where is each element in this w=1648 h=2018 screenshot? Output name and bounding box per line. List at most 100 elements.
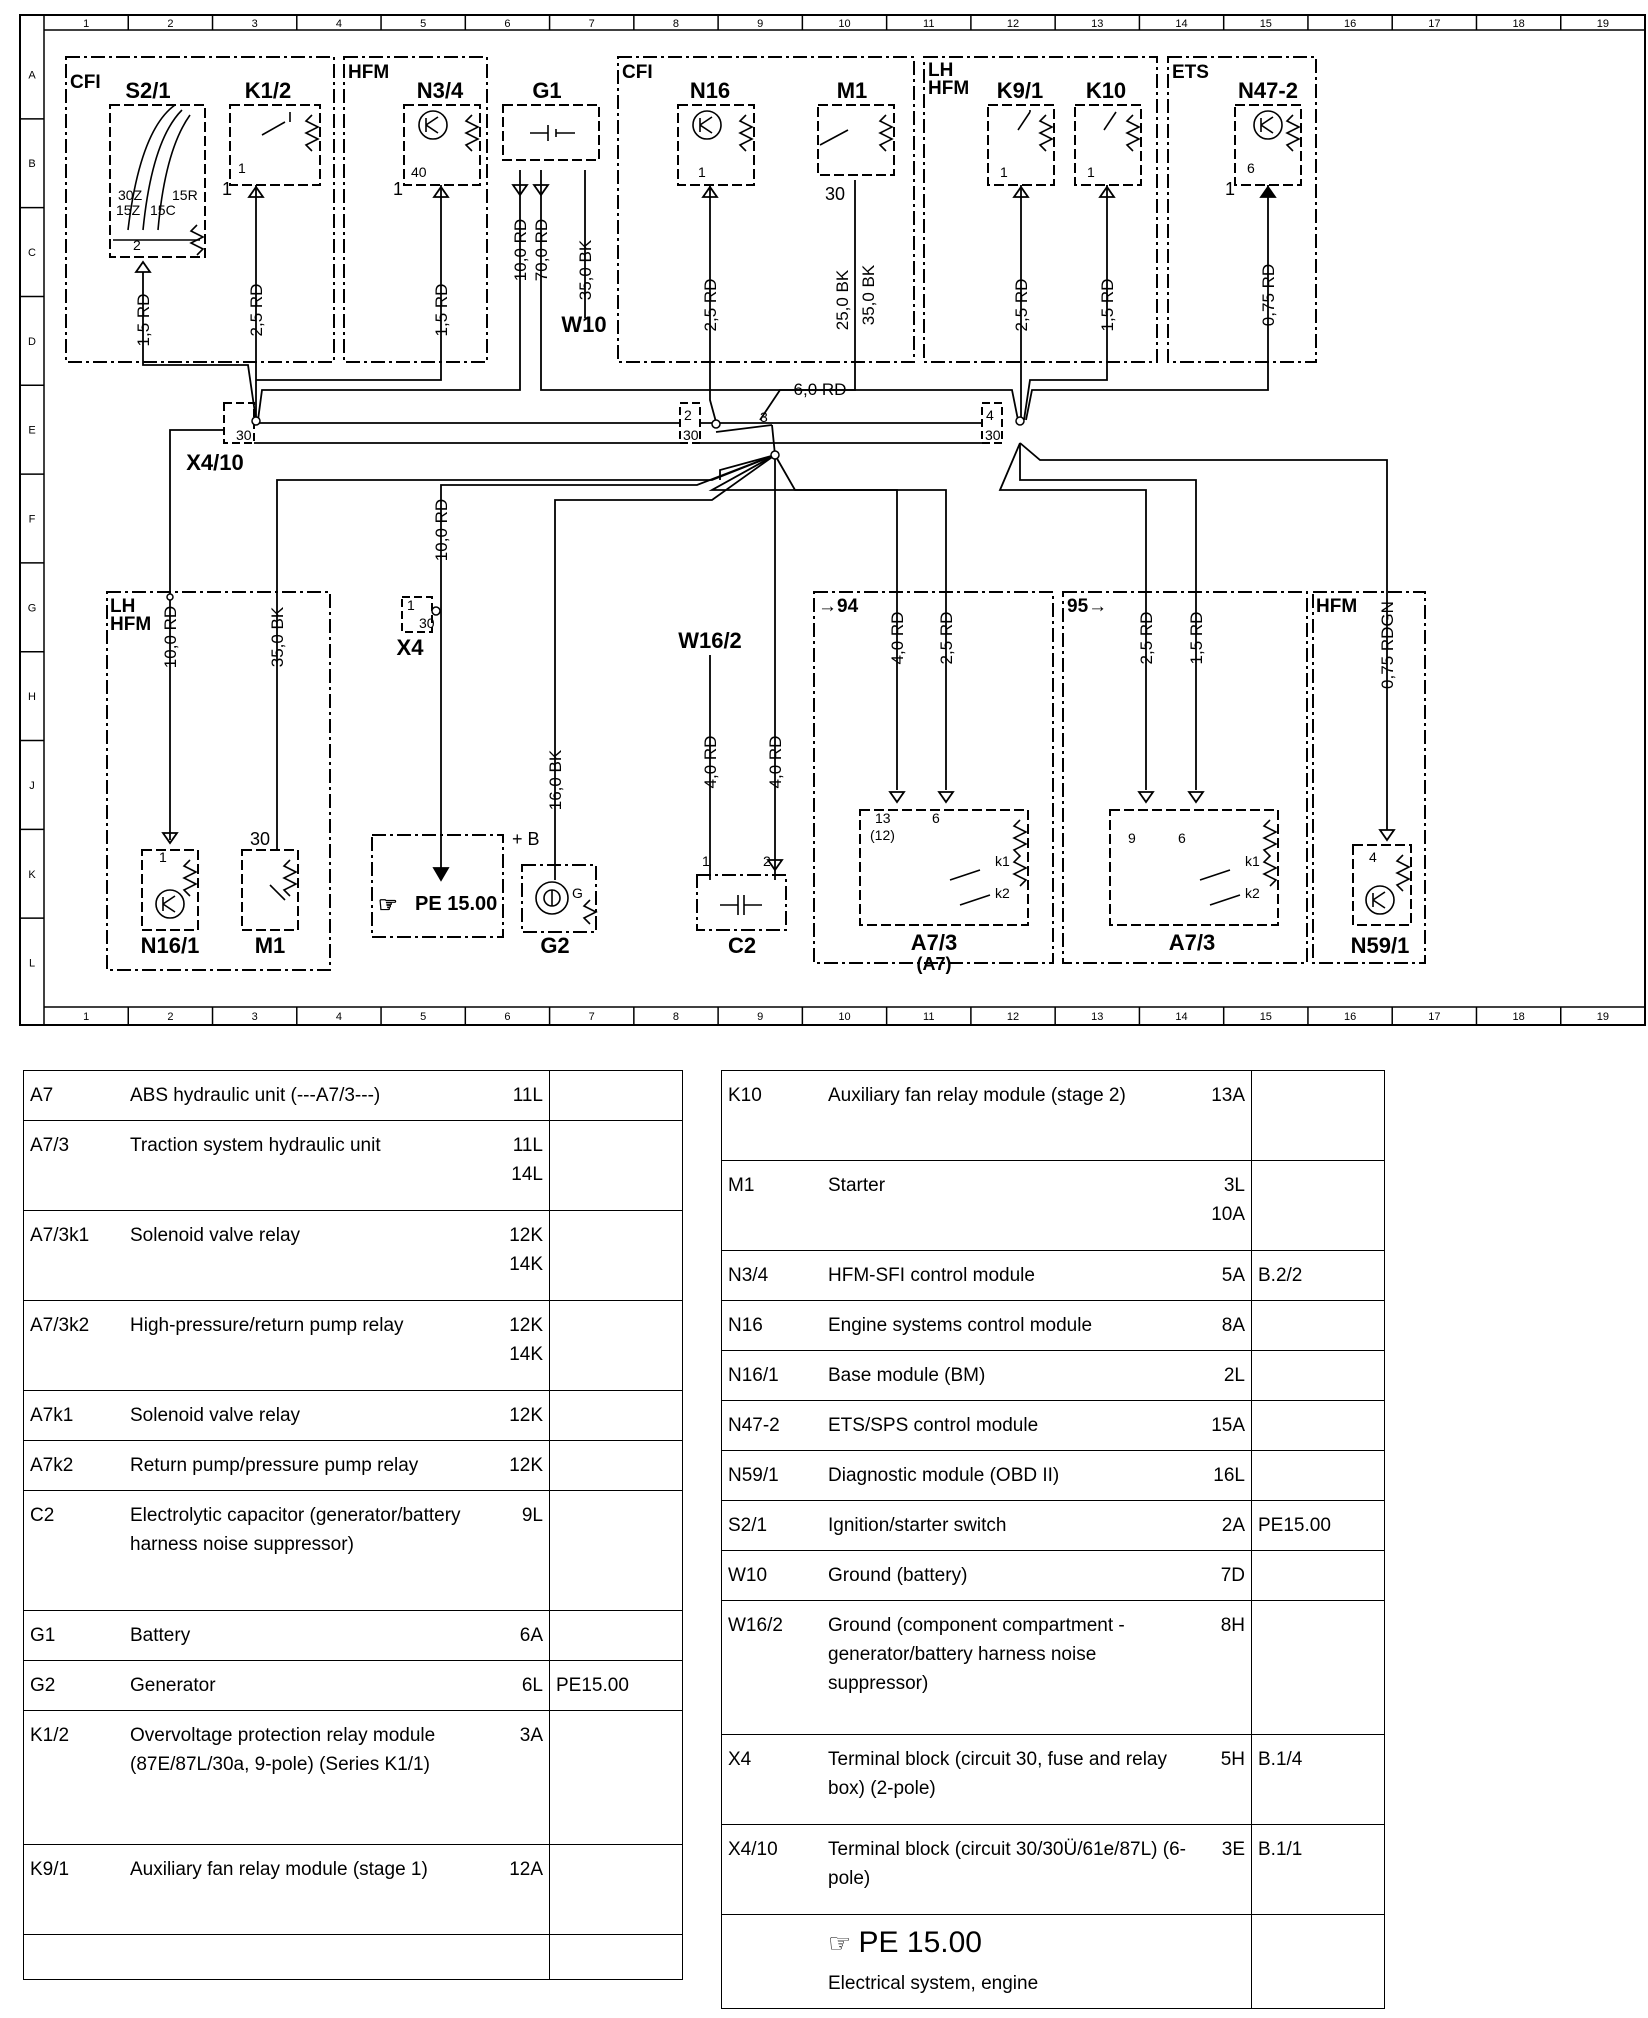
legend-code: K9/1 — [23, 1844, 124, 1935]
legend-loc: 3A — [497, 1710, 550, 1845]
module-label-arrow94: →94 — [818, 596, 859, 617]
pin-label: 6 — [1178, 830, 1186, 846]
component-box-k1-2 — [229, 104, 321, 186]
legend-code: A7/3k1 — [23, 1210, 124, 1301]
legend-ref — [549, 1070, 683, 1121]
grid-column-label: 6 — [504, 18, 510, 30]
grid-row-label: C — [28, 247, 36, 259]
transistor-n16-1 — [155, 889, 185, 919]
legend-code: W16/2 — [721, 1600, 822, 1735]
legend-loc: 9L — [497, 1490, 550, 1611]
wiring-diagram: 1122334455667788991010111112121313141415… — [19, 14, 1646, 1026]
legend-code: A7k1 — [23, 1390, 124, 1441]
wire-label: 4,0 RD — [701, 736, 720, 789]
legend-code: A7k2 — [23, 1440, 124, 1491]
label-n47-2: N47-2 — [1238, 78, 1298, 103]
component-box-n59-1 — [1352, 844, 1412, 926]
grid-column-label: 5 — [420, 1011, 426, 1023]
legend-code: A7/3 — [23, 1120, 124, 1211]
label-k1-2: K1/2 — [245, 78, 291, 103]
grid-column-label: 13 — [1091, 1011, 1103, 1023]
pin-label: k1 — [1245, 853, 1260, 869]
wire-label: 2,5 RD — [1012, 279, 1031, 332]
legend-loc: 3L 10A — [1199, 1160, 1252, 1251]
legend-desc: Auxiliary fan relay module (stage 1) — [124, 1844, 497, 1935]
legend-code — [721, 1914, 822, 2009]
legend-desc: Terminal block (circuit 30, fuse and rel… — [822, 1734, 1199, 1825]
legend-loc: 12K 14K — [497, 1300, 550, 1391]
grid-column-label: 19 — [1597, 1011, 1609, 1023]
label-w10: W10 — [561, 312, 606, 337]
grid-column-label: 18 — [1512, 18, 1524, 30]
legend-desc: Return pump/pressure pump relay — [124, 1440, 497, 1491]
transistor-n16 — [692, 110, 722, 140]
legend-loc: 3E — [1199, 1824, 1252, 1915]
legend-desc: High-pressure/return pump relay — [124, 1300, 497, 1391]
legend-code: W10 — [721, 1550, 822, 1601]
pin-label: 1 — [1000, 164, 1008, 180]
grid-row-label: G — [28, 602, 37, 614]
grid-column-label: 13 — [1091, 18, 1103, 30]
wire-label: 1,5 RD — [1187, 612, 1206, 665]
wire-label: 1,5 RD — [134, 294, 153, 347]
pin-label: 1 — [702, 853, 710, 869]
legend-loc: 8H — [1199, 1600, 1252, 1735]
component-box-n16 — [677, 104, 755, 186]
module-label-cfi-right: CFI — [622, 62, 653, 83]
generator-g2 — [535, 881, 569, 915]
legend-ref — [1251, 1914, 1385, 2009]
pin-label: 1 — [238, 160, 246, 176]
legend-ref — [549, 1490, 683, 1611]
label-c2: C2 — [728, 933, 756, 958]
legend-code: X4 — [721, 1734, 822, 1825]
wire-label: 2,5 RD — [701, 279, 720, 332]
terminal-x4 — [401, 596, 433, 633]
pin-label: 13 — [875, 810, 891, 826]
legend-loc: 2A — [1199, 1500, 1252, 1551]
legend-loc: 11L 14L — [497, 1120, 550, 1211]
label-m1-top: M1 — [837, 78, 868, 103]
pin-label: 1 — [393, 179, 403, 199]
legend-loc: 15A — [1199, 1400, 1252, 1451]
label-a7-left: (A7) — [917, 954, 952, 974]
grid-column-label: 11 — [923, 1011, 934, 1023]
legend-desc: Ground (component compartment - generato… — [822, 1600, 1199, 1735]
grid-column-label: 17 — [1428, 18, 1440, 30]
label-g1: G1 — [532, 78, 561, 103]
wire-label: 0,75 RD — [1259, 264, 1278, 326]
pin-label: 4 — [986, 407, 994, 423]
legend-ref — [1251, 1350, 1385, 1401]
legend-ref: B.1/4 — [1251, 1734, 1385, 1825]
legend-desc: Auxiliary fan relay module (stage 2) — [822, 1070, 1199, 1161]
grid-row-label: K — [28, 869, 36, 881]
legend-loc: 12K — [497, 1440, 550, 1491]
legend-ref: B.2/2 — [1251, 1250, 1385, 1301]
label-x4: X4 — [397, 635, 425, 660]
legend-code — [23, 1934, 124, 1980]
label-x4-10: X4/10 — [186, 450, 244, 475]
grid-column-label: 7 — [589, 18, 595, 30]
grid-row-label: F — [29, 514, 36, 526]
grid-column-label: 15 — [1260, 18, 1272, 30]
legend-desc: Starter — [822, 1160, 1199, 1251]
pin-label: 6 — [1247, 160, 1255, 176]
pin-label: 2 — [684, 407, 692, 423]
grid-column-label: 12 — [1007, 1011, 1019, 1023]
wire-label: 10,0 RD — [511, 219, 530, 281]
pin-label: 2 — [763, 853, 771, 869]
module-label-arrow95: 95→ — [1067, 596, 1107, 617]
legend-code: N16 — [721, 1300, 822, 1351]
legend-ref — [549, 1610, 683, 1661]
grid-row-label: E — [28, 425, 35, 437]
pin-label: 40 — [411, 164, 427, 180]
pin-label: 1 — [698, 164, 706, 180]
wire-label: 4,0 RD — [888, 612, 907, 665]
